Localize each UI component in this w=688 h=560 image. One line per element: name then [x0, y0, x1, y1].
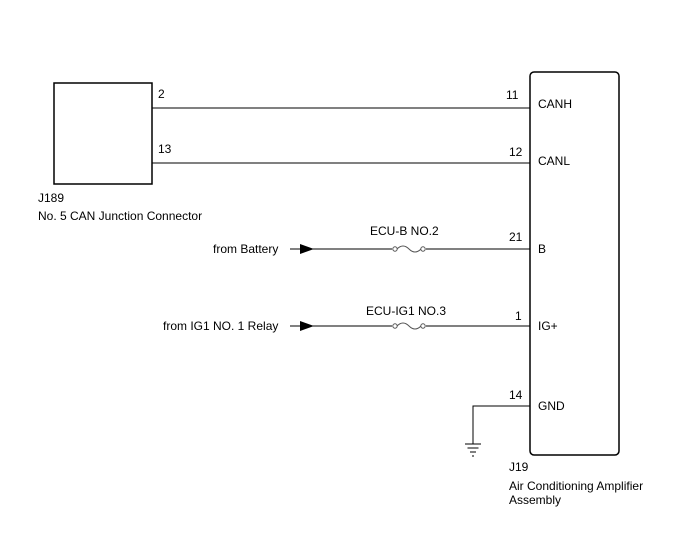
amplifier-code: J19	[509, 460, 529, 474]
pin-label-gnd: GND	[538, 399, 565, 413]
pin-number-gnd: 14	[509, 388, 523, 402]
pin-label-b: B	[538, 242, 546, 256]
pin-number-canh: 11	[506, 88, 519, 102]
arrow-battery-icon	[300, 244, 314, 254]
junction-connector-code: J189	[38, 191, 64, 205]
pin-label-ig: IG+	[538, 319, 558, 333]
ground-icon	[465, 443, 481, 457]
fuse-ecu-ig1-icon	[396, 322, 422, 330]
amplifier-name-line1: Air Conditioning Amplifier	[509, 479, 643, 493]
junction-pin-canl: 13	[158, 142, 172, 156]
fuse-ecu-b-terminal-right	[420, 246, 426, 252]
fuse-ecu-ig1-terminal-right	[420, 323, 426, 329]
pin-number-ig: 1	[515, 309, 522, 323]
pin-number-canl: 12	[509, 145, 523, 159]
pin-number-b: 21	[509, 230, 523, 244]
amplifier-box	[529, 71, 620, 456]
fuse-ecu-ig1-label: ECU-IG1 NO.3	[366, 304, 446, 318]
junction-connector-name: No. 5 CAN Junction Connector	[38, 209, 202, 223]
junction-connector-box	[53, 82, 153, 185]
fuse-ecu-ig1-terminal-left	[392, 323, 398, 329]
gnd-wire	[472, 405, 530, 444]
source-ig1-relay: from IG1 NO. 1 Relay	[163, 319, 278, 333]
source-battery: from Battery	[213, 242, 278, 256]
fuse-ecu-b-terminal-left	[392, 246, 398, 252]
amplifier-name-line2: Assembly	[509, 493, 561, 507]
fuse-ecu-b-label: ECU-B NO.2	[370, 224, 439, 238]
fuse-ecu-b-icon	[396, 245, 422, 253]
pin-label-canl: CANL	[538, 154, 570, 168]
pin-label-canh: CANH	[538, 97, 572, 111]
junction-pin-canh: 2	[158, 87, 165, 101]
arrow-ig1-icon	[300, 321, 314, 331]
